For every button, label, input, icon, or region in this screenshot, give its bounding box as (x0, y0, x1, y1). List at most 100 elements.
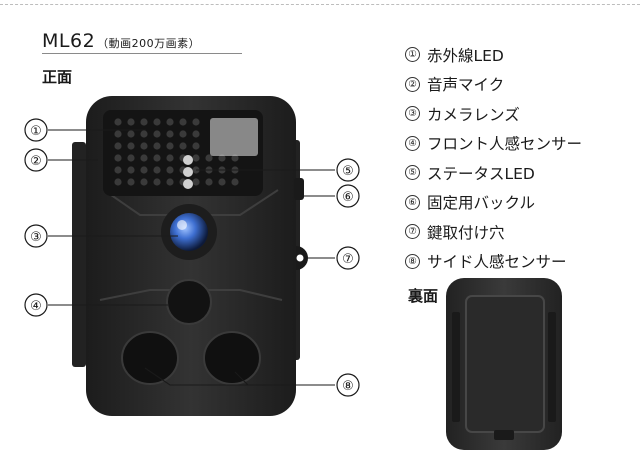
ir-led (166, 166, 174, 174)
top-dashed-rule (0, 4, 640, 5)
feature-item-ir-led: ① 赤外線LED (405, 40, 582, 70)
feature-label: サイド人感センサー (427, 253, 567, 272)
ir-led (192, 154, 200, 162)
feature-list: ① 赤外線LED ② 音声マイク ③ カメラレンズ ④ フロント人感センサー ⑤… (405, 40, 582, 276)
feature-item-microphone: ② 音声マイク (405, 70, 582, 100)
ir-led (140, 142, 148, 150)
callout-marker-1: ① (24, 118, 48, 142)
ir-led (127, 178, 135, 186)
ir-led (153, 142, 161, 150)
feature-item-status-led: ⑤ ステータスLED (405, 158, 582, 188)
feature-item-lock-hole: ⑦ 鍵取付け穴 (405, 217, 582, 247)
back-camera (446, 278, 562, 450)
callout-marker-3: ③ (24, 224, 48, 248)
front-camera (72, 96, 308, 416)
callout-marker-4: ④ (24, 293, 48, 317)
back-panel (465, 295, 545, 433)
svg-text:③: ③ (30, 230, 42, 245)
feature-item-buckle: ⑥ 固定用バックル (405, 188, 582, 218)
feature-label: 固定用バックル (427, 194, 536, 213)
ir-led (153, 178, 161, 186)
feature-label: 赤外線LED (427, 46, 504, 65)
side-pir-sensor-left (121, 331, 179, 385)
ir-led (231, 154, 239, 162)
ir-led (127, 118, 135, 126)
ir-led (140, 118, 148, 126)
ir-led (127, 154, 135, 162)
ir-led-array (114, 118, 239, 186)
feature-label: 鍵取付け穴 (427, 223, 505, 242)
feature-item-front-sensor: ④ フロント人感センサー (405, 129, 582, 159)
ir-led (153, 166, 161, 174)
ir-led (192, 130, 200, 138)
ir-led (205, 178, 213, 186)
ir-led (127, 166, 135, 174)
model-title: ML62（動画200万画素） (42, 30, 200, 52)
callout-lines (48, 129, 335, 386)
feature-number: ⑦ (405, 224, 420, 240)
svg-text:⑤: ⑤ (342, 164, 354, 179)
ir-led (231, 178, 239, 186)
status-led (183, 179, 193, 189)
ir-led (179, 118, 187, 126)
ir-led (205, 154, 213, 162)
ir-led (166, 178, 174, 186)
ir-led (127, 130, 135, 138)
front-pir-sensor (166, 279, 212, 325)
svg-text:⑥: ⑥ (342, 190, 354, 205)
ir-led (114, 118, 122, 126)
ir-led (153, 154, 161, 162)
callout-marker-6: ⑥ (336, 184, 360, 208)
svg-text:②: ② (30, 154, 42, 169)
ir-led (179, 130, 187, 138)
ir-led (218, 178, 226, 186)
feature-number: ② (405, 76, 420, 92)
ir-led (114, 166, 122, 174)
svg-text:⑧: ⑧ (342, 379, 354, 394)
ir-led (114, 142, 122, 150)
ir-led (140, 154, 148, 162)
ir-led (114, 154, 122, 162)
ir-led (192, 142, 200, 150)
back-latch (494, 430, 514, 440)
callout-marker-2: ② (24, 148, 48, 172)
callout-marker-5: ⑤ (336, 158, 360, 182)
ir-led (153, 130, 161, 138)
ir-led (192, 118, 200, 126)
ir-led (140, 178, 148, 186)
ir-led (192, 178, 200, 186)
feature-number: ⑥ (405, 194, 420, 210)
ir-led (114, 130, 122, 138)
model-subtitle: （動画200万画素） (97, 37, 201, 50)
ir-led (218, 154, 226, 162)
ir-led (166, 118, 174, 126)
ir-led (166, 142, 174, 150)
feature-number: ⑧ (405, 253, 420, 269)
feature-number: ⑤ (405, 165, 420, 181)
status-led (183, 155, 193, 165)
feature-label: ステータスLED (427, 164, 535, 183)
svg-text:④: ④ (30, 299, 42, 314)
feature-item-side-sensor: ⑧ サイド人感センサー (405, 247, 582, 277)
mounting-buckle (294, 178, 304, 200)
feature-label: 音声マイク (427, 76, 505, 95)
callout-marker-7: ⑦ (336, 246, 360, 270)
ir-led (114, 178, 122, 186)
title-underline (42, 53, 242, 54)
ir-led (153, 118, 161, 126)
camera-lens (170, 213, 208, 251)
lock-hole-opening (296, 254, 304, 262)
feature-label: フロント人感センサー (427, 135, 583, 154)
callout-marker-8: ⑧ (336, 373, 360, 397)
feature-number: ① (405, 47, 420, 63)
front-view-label: 正面 (42, 68, 73, 86)
model-name: ML62 (42, 30, 96, 52)
back-view-label: 裏面 (408, 287, 439, 305)
feature-number: ④ (405, 135, 420, 151)
svg-text:①: ① (30, 124, 42, 139)
side-strap-left (72, 142, 86, 367)
feature-label: カメラレンズ (427, 105, 520, 124)
status-led (183, 167, 193, 177)
ir-led (166, 154, 174, 162)
